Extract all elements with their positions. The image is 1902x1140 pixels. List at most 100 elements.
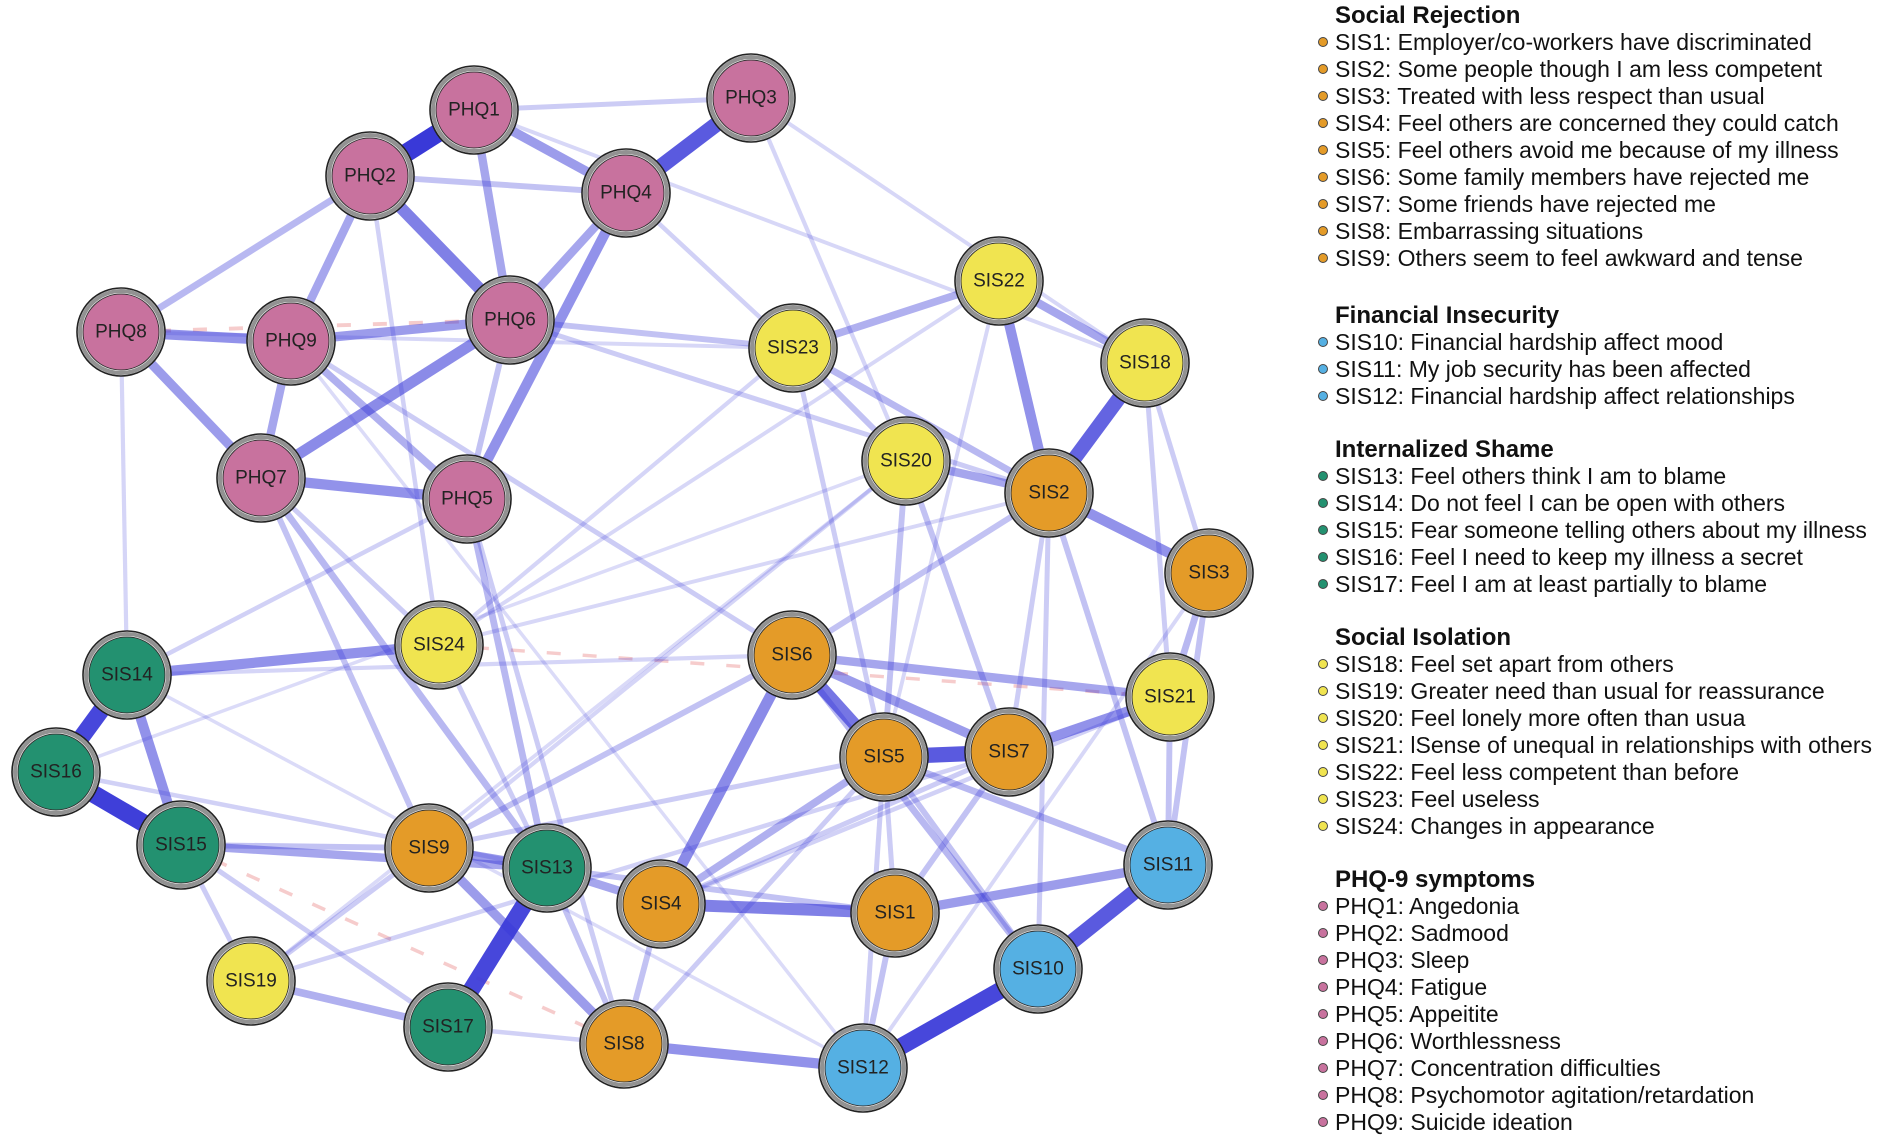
edge-phq5-sis8 — [464, 498, 627, 1045]
legend-swatch — [1318, 821, 1328, 831]
edge-phq5-sis14 — [125, 497, 469, 677]
edge-phq7-sis9 — [258, 476, 432, 850]
node-fill — [400, 606, 478, 684]
node-sis22: SIS22 — [954, 236, 1044, 326]
edge-phq7-sis13 — [258, 475, 550, 871]
node-phq2: PHQ2 — [325, 131, 415, 221]
legend-item-label: SIS22: Feel less competent than before — [1335, 759, 1740, 785]
edge-phq5-sis13 — [463, 498, 551, 869]
node-pie-ring — [431, 67, 517, 153]
legend-swatch — [1318, 686, 1328, 696]
edge-sis22-sis5 — [882, 280, 1001, 758]
legend-item-label: PHQ2: Sadmood — [1335, 920, 1509, 946]
legend-swatch — [1318, 172, 1328, 182]
node-pie-ring — [504, 825, 590, 911]
edge-phq9-sis12 — [289, 339, 865, 1070]
node-fill — [17, 733, 95, 811]
edge-sis15-sis13 — [180, 840, 548, 873]
node-fill — [824, 1029, 902, 1107]
node-label: SIS9 — [408, 838, 449, 859]
node-fill — [409, 988, 487, 1066]
node-phq8: PHQ8 — [76, 287, 166, 377]
edge-sis5-sis20 — [881, 460, 909, 758]
node-label: SIS20 — [880, 451, 932, 472]
edge-sis18-sis21 — [1142, 362, 1173, 698]
node-sis20: SIS20 — [861, 416, 951, 506]
edge-sis9-sis6 — [427, 652, 794, 851]
edge-sis9-sis5 — [428, 754, 885, 851]
node-sis4: SIS4 — [616, 859, 706, 949]
legend-swatch — [1318, 364, 1328, 374]
node-label: SIS7 — [988, 742, 1029, 763]
legend-swatch — [1318, 794, 1328, 804]
edge-sis6-sis2 — [790, 490, 1051, 658]
edge-phq6-sis2 — [509, 317, 1050, 496]
node-sis11: SIS11 — [1123, 820, 1213, 910]
node-fill — [712, 59, 790, 137]
node-pie-ring — [218, 435, 304, 521]
node-fill — [222, 439, 300, 517]
node-fill — [753, 616, 831, 694]
node-pie-ring — [138, 802, 224, 888]
legend-item-label: PHQ9: Suicide ideation — [1335, 1109, 1573, 1135]
node-pie-ring — [424, 456, 510, 542]
node-label: PHQ5 — [441, 489, 493, 510]
legend-swatch — [1318, 118, 1328, 128]
edge-sis1-sis11 — [894, 860, 1169, 918]
legend-item-label: PHQ4: Fatigue — [1335, 974, 1488, 1000]
legend-swatch — [1318, 226, 1328, 236]
node-pie-ring — [708, 55, 794, 141]
node-fill — [1129, 826, 1207, 904]
node-sis3: SIS3 — [1164, 528, 1254, 618]
node-label: PHQ7 — [235, 468, 287, 489]
node-label: SIS4 — [640, 894, 682, 915]
node-sis18: SIS18 — [1100, 318, 1190, 408]
edge-sis4-sis6 — [656, 652, 797, 907]
node-pie-ring — [13, 729, 99, 815]
edge-phq3-sis18 — [749, 96, 1147, 365]
legend-group-title: Internalized Shame — [1335, 436, 1554, 463]
node-sis7: SIS7 — [964, 707, 1054, 797]
node-pie-ring — [581, 1001, 667, 1087]
node-fill — [1106, 324, 1184, 402]
node-pie-ring — [841, 714, 927, 800]
edge-sis8-sis5 — [622, 755, 886, 1046]
negative-edge-sis15-sis8 — [180, 843, 625, 1046]
node-fill — [1131, 658, 1209, 736]
legend-swatch — [1318, 928, 1328, 938]
node-fill — [754, 309, 832, 387]
legend-item-label: PHQ1: Angedonia — [1335, 893, 1520, 919]
node-pie-ring — [1125, 822, 1211, 908]
edge-phq2-phq8 — [119, 173, 372, 335]
node-phq5: PHQ5 — [422, 454, 512, 544]
legend-swatch — [1318, 199, 1328, 209]
node-phq1: PHQ1 — [429, 65, 519, 155]
legend-item-label: PHQ7: Concentration difficulties — [1335, 1055, 1661, 1081]
node-fill — [1170, 534, 1248, 612]
legend-item-label: SIS8: Embarrassing situations — [1335, 218, 1644, 244]
node-phq6: PHQ6 — [465, 275, 555, 365]
edge-sis9-sis8 — [425, 844, 628, 1048]
node-label: SIS21 — [1144, 687, 1196, 708]
node-sis13: SIS13 — [502, 823, 592, 913]
node-label: PHQ2 — [344, 166, 396, 187]
node-pie-ring — [405, 984, 491, 1070]
node-fill — [435, 71, 513, 149]
node-label: SIS3 — [1188, 563, 1229, 584]
node-pie-ring — [750, 305, 836, 391]
node-label: SIS17 — [422, 1017, 474, 1038]
legend-swatch — [1318, 1009, 1328, 1019]
node-phq9: PHQ9 — [246, 296, 336, 386]
legend-swatch — [1318, 1090, 1328, 1100]
node-sis15: SIS15 — [136, 800, 226, 890]
node-fill — [622, 865, 700, 943]
legend-swatch — [1318, 37, 1328, 47]
node-pie-ring — [1006, 450, 1092, 536]
legend-swatch — [1318, 1063, 1328, 1073]
legend-item-label: SIS23: Feel useless — [1335, 786, 1540, 812]
node-fill — [390, 809, 468, 887]
node-pie-ring — [820, 1025, 906, 1111]
